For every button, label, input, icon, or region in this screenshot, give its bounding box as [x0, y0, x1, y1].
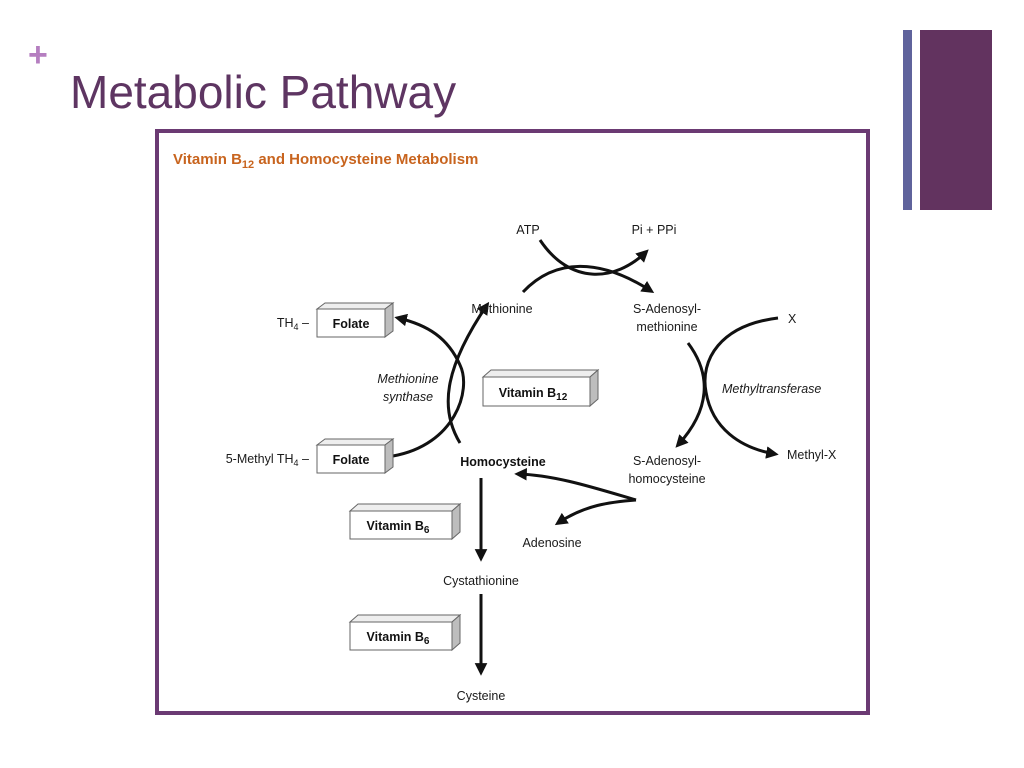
x-label: X [788, 312, 797, 326]
methionine-synthase-arrow [446, 301, 490, 444]
vitamin-b6-label-2: Vitamin B6 [367, 630, 430, 647]
sah-to-homocysteine-arrow [514, 467, 637, 502]
sah-label-line1: S-Adenosyl- [633, 454, 701, 468]
adenosine-label: Adenosine [522, 536, 581, 550]
vitamin-b6-box-1: Vitamin B6 [348, 502, 462, 541]
methionine-label: Methionine [471, 302, 532, 316]
vitamin-b12-label: Vitamin B12 [499, 386, 568, 403]
decor-bar-thick [920, 30, 992, 210]
sah-to-adenosine-arrow [554, 498, 637, 526]
sah-label-line2: homocysteine [628, 472, 705, 486]
folate-box-top: Folate [315, 302, 395, 338]
atp-to-pippi-arrow [538, 239, 649, 276]
sam-label-line2: methionine [636, 320, 697, 334]
sam-label-line1: S-Adenosyl- [633, 302, 701, 316]
vitamin-b12-box: Vitamin B12 [481, 368, 600, 408]
decor-bar-thin [903, 30, 912, 210]
atp-to-sam-arrow [521, 264, 655, 294]
sam-to-sah-arrow [675, 342, 706, 448]
vitamin-b6-box-2: Vitamin B6 [348, 613, 462, 652]
cysteine-label: Cysteine [457, 689, 506, 703]
methyltransferase-label: Methyltransferase [722, 382, 821, 396]
th4-label: TH4 – [277, 316, 309, 332]
folate-bottom-label: Folate [333, 453, 370, 467]
methionine-synthase-label-line2: synthase [383, 390, 433, 404]
methyl-x-label: Methyl-X [787, 448, 837, 462]
vitamin-b6-label-1: Vitamin B6 [367, 519, 430, 536]
folate-conversion-arrow [392, 313, 465, 458]
cystathionine-label: Cystathionine [443, 574, 519, 588]
pi-ppi-label: Pi + PPi [632, 223, 677, 237]
methyl-transfer-arrow [703, 316, 779, 459]
slide-title: Metabolic Pathway [70, 66, 457, 118]
diagram-title: Vitamin B12 and Homocysteine Metabolism [173, 151, 478, 171]
methionine-synthase-label-line1: Methionine [377, 372, 438, 386]
plus-icon: + [28, 36, 48, 74]
homocysteine-label: Homocysteine [460, 455, 545, 469]
folate-box-bottom: Folate [315, 438, 395, 474]
atp-label: ATP [516, 223, 539, 237]
methyl-th4-label: 5-Methyl TH4 – [226, 452, 309, 468]
folate-top-label: Folate [333, 317, 370, 331]
diagram-frame [155, 129, 870, 715]
